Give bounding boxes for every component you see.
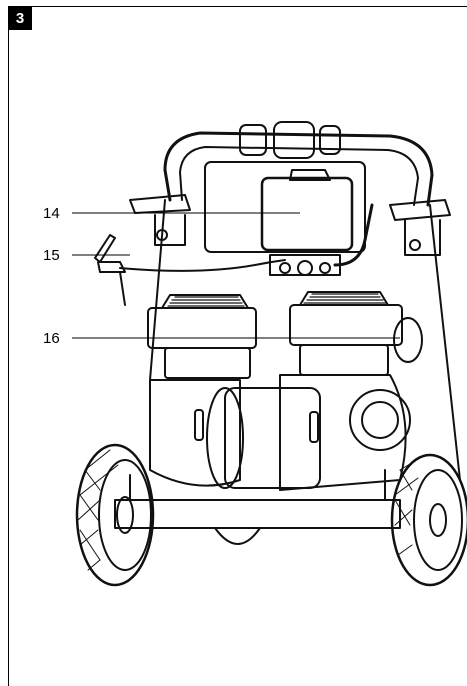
callout-label-16: 16 (43, 330, 60, 347)
figure-number-badge: 3 (8, 6, 32, 30)
callout-label-14: 14 (43, 205, 60, 222)
page-frame (8, 6, 467, 686)
callout-label-15: 15 (43, 247, 60, 264)
